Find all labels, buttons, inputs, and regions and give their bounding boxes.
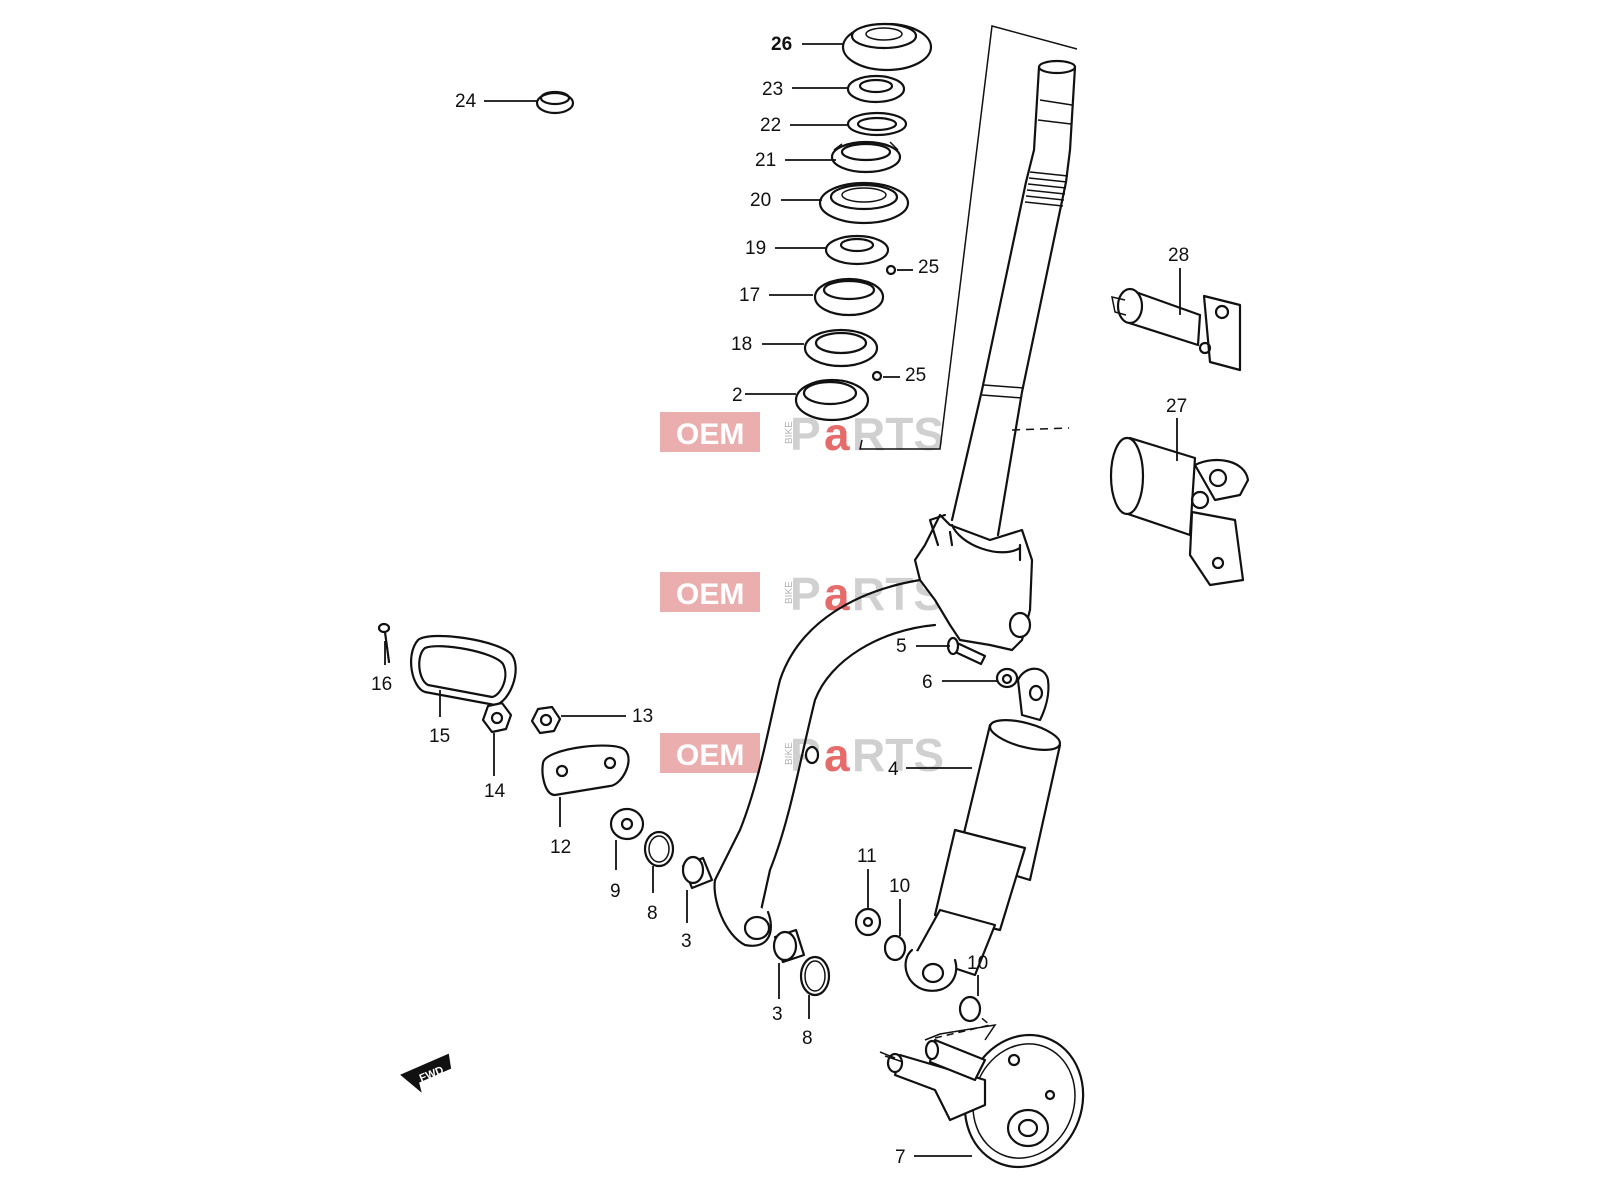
part-21 <box>830 140 902 174</box>
callout-5: 5 <box>896 636 907 657</box>
callout-23: 23 <box>762 79 783 100</box>
part-13 <box>530 705 562 735</box>
part-18 <box>803 328 879 368</box>
part-12 <box>541 744 630 797</box>
callout-12: 12 <box>550 837 571 858</box>
watermark-middle: OEM BIKE P a RTS <box>660 568 944 620</box>
svg-text:BIKE: BIKE <box>784 421 795 444</box>
svg-text:a: a <box>824 568 850 620</box>
part-3-b <box>772 928 806 964</box>
part-23 <box>846 74 906 104</box>
part-28 <box>1111 287 1242 372</box>
callout-14: 14 <box>484 781 506 802</box>
callout-10-a: 10 <box>889 876 910 897</box>
steering-stem <box>950 59 1077 537</box>
part-6 <box>995 667 1019 689</box>
callout-17: 17 <box>739 285 760 306</box>
part-22 <box>846 111 908 137</box>
callout-2: 2 <box>732 385 743 406</box>
callout-8-b: 8 <box>802 1028 813 1049</box>
part-25-ball-b <box>871 370 883 382</box>
callout-18: 18 <box>731 334 752 355</box>
svg-text:RTS: RTS <box>852 729 944 781</box>
part-27 <box>1109 436 1250 587</box>
fwd-arrow: FWD <box>400 1053 452 1093</box>
callout-21: 21 <box>755 150 776 171</box>
callout-10-b: 10 <box>967 953 988 974</box>
fork-head <box>913 513 1034 652</box>
shock-absorber <box>904 667 1062 992</box>
callout-4: 4 <box>888 759 899 780</box>
part-11 <box>854 907 882 937</box>
callout-11: 11 <box>857 846 877 867</box>
svg-text:OEM: OEM <box>676 418 744 451</box>
svg-text:OEM: OEM <box>676 578 744 611</box>
callout-25-a: 25 <box>918 257 939 278</box>
part-10-a <box>883 934 907 962</box>
part-19 <box>824 234 890 266</box>
svg-text:a: a <box>824 729 850 781</box>
part-15 <box>410 634 517 707</box>
callout-9: 9 <box>610 881 621 902</box>
callout-22: 22 <box>760 115 781 136</box>
callout-8-a: 8 <box>647 903 658 924</box>
callout-27: 27 <box>1166 396 1187 417</box>
part-8-b <box>799 955 831 997</box>
brake-panel <box>879 1023 1085 1169</box>
part-26 <box>841 22 933 72</box>
svg-text:BIKE: BIKE <box>784 581 795 604</box>
leader-lines <box>384 43 1181 1157</box>
callout-15: 15 <box>429 726 450 747</box>
callout-20: 20 <box>750 190 771 211</box>
callout-24: 24 <box>455 91 477 112</box>
dashed-leader <box>1011 427 1070 431</box>
svg-text:RTS: RTS <box>852 408 944 460</box>
callout-28: 28 <box>1168 245 1189 266</box>
part-20 <box>818 181 910 225</box>
svg-text:OEM: OEM <box>676 739 744 772</box>
part-10-b <box>958 995 982 1023</box>
callout-26: 26 <box>771 34 792 55</box>
callout-labels: 26 23 22 21 20 19 25 17 18 25 2 24 28 27… <box>371 34 1189 1168</box>
watermark-top: OEM BIKE P a RTS <box>660 408 944 460</box>
callout-19: 19 <box>745 238 766 259</box>
callout-3-b: 3 <box>772 1004 783 1025</box>
part-9 <box>609 807 645 841</box>
callout-6: 6 <box>922 672 933 693</box>
callout-7: 7 <box>895 1147 906 1168</box>
part-24 <box>535 90 575 115</box>
group-bracket-line <box>859 25 1078 450</box>
part-25-ball-a <box>885 264 897 276</box>
callout-16: 16 <box>371 674 392 695</box>
front-fork-arm <box>713 578 937 947</box>
part-17 <box>813 277 885 317</box>
callout-13: 13 <box>632 706 653 727</box>
part-16 <box>377 622 391 664</box>
dashed-axle-guide <box>934 1014 992 1039</box>
svg-text:P: P <box>790 568 821 620</box>
svg-text:BIKE: BIKE <box>784 742 795 765</box>
part-14 <box>481 701 513 734</box>
part-8-a <box>643 830 675 868</box>
callout-25-b: 25 <box>905 365 926 386</box>
callout-3-a: 3 <box>681 931 692 952</box>
part-2 <box>794 378 870 422</box>
part-3-a <box>681 855 714 890</box>
